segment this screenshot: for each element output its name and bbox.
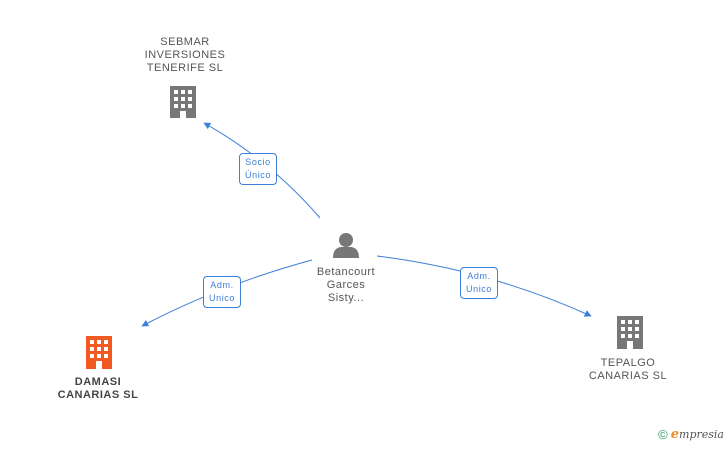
brand-footer[interactable]: © e mpresia bbox=[658, 427, 724, 442]
edge-label-adm-unico-damasi: Adm. Unico bbox=[203, 276, 242, 308]
brand-logo-initial: e bbox=[670, 427, 680, 442]
brand-name: mpresia bbox=[679, 428, 724, 441]
copyright-icon: © bbox=[658, 427, 668, 442]
node-label-person[interactable]: Betancourt Garces Sisty... bbox=[316, 266, 376, 304]
node-label-tepalgo[interactable]: TEPALGO CANARIAS SL bbox=[588, 357, 668, 382]
node-label-sebmar[interactable]: SEBMAR INVERSIONES TENERIFE SL bbox=[144, 36, 226, 74]
person-icon[interactable] bbox=[333, 233, 359, 258]
edge-label-socio-unico: Socio Único bbox=[239, 153, 278, 185]
building-icon[interactable] bbox=[170, 86, 196, 118]
main-building-icon[interactable] bbox=[86, 336, 112, 369]
building-icon[interactable] bbox=[617, 316, 643, 349]
edge-label-adm-unico-tepalgo: Adm. Unico bbox=[460, 267, 499, 299]
node-label-damasi[interactable]: DAMASI CANARIAS SL bbox=[57, 376, 139, 401]
